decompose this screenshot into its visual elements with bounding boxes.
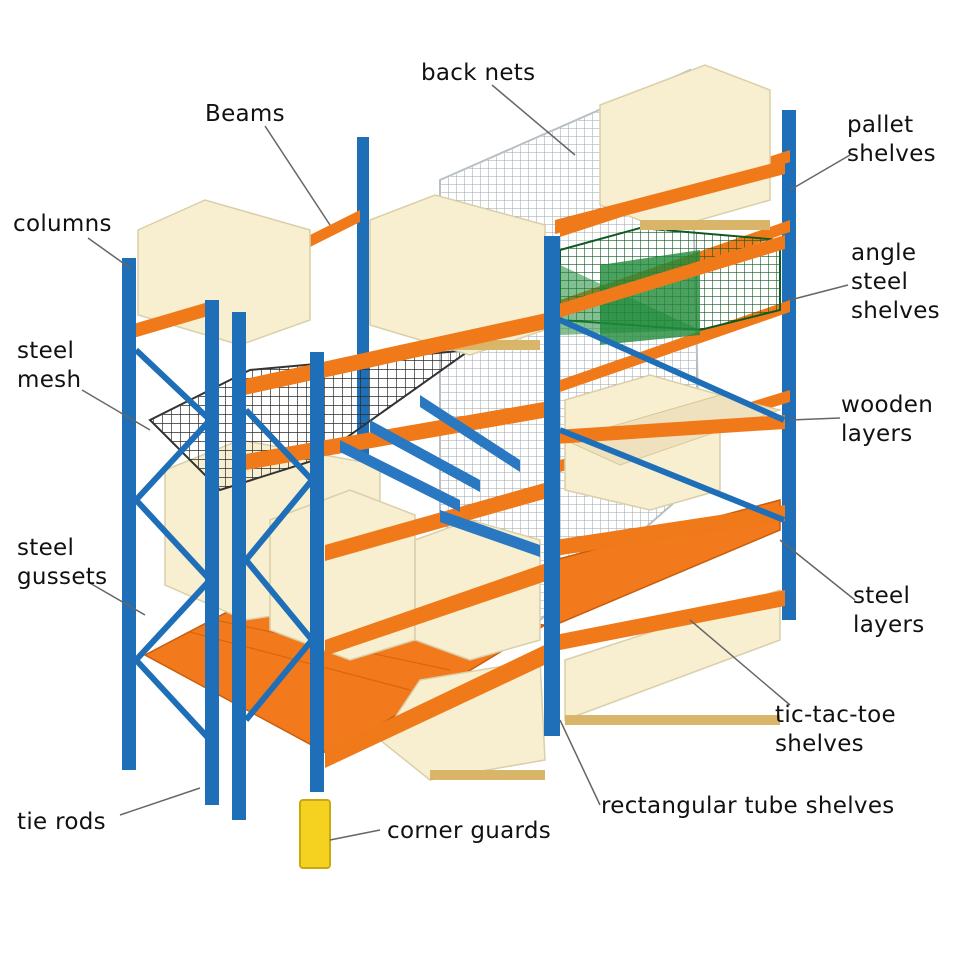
label-corner-guards: corner guards (387, 818, 552, 844)
label-angle-steel-shelves: angle steel shelves (851, 240, 940, 324)
angle-steel-container (559, 226, 781, 345)
label-steel-layers: steel layers (853, 583, 925, 638)
label-beams: Beams (205, 101, 285, 127)
label-steel-gussets: steel gussets (17, 535, 108, 590)
front-columns (122, 236, 560, 820)
label-wooden-layers: wooden layers (841, 392, 934, 447)
corner-guard (299, 799, 331, 869)
label-columns: columns (13, 211, 112, 237)
label-pallet-shelves: pallet shelves (847, 112, 936, 167)
frame-bracing (133, 317, 786, 743)
lower-pallets (378, 588, 781, 781)
top-pallets (137, 64, 771, 356)
label-steel-mesh: steel mesh (17, 338, 82, 393)
label-tie-rods: tie rods (17, 809, 106, 835)
label-rectangular-tube-shelves: rectangular tube shelves (601, 793, 895, 819)
label-tic-tac-toe-shelves: tic-tac-toe shelves (775, 702, 896, 757)
label-back-nets: back nets (421, 60, 536, 86)
leader-lines (81, 84, 856, 841)
rectangular-tube-bars (340, 395, 540, 557)
